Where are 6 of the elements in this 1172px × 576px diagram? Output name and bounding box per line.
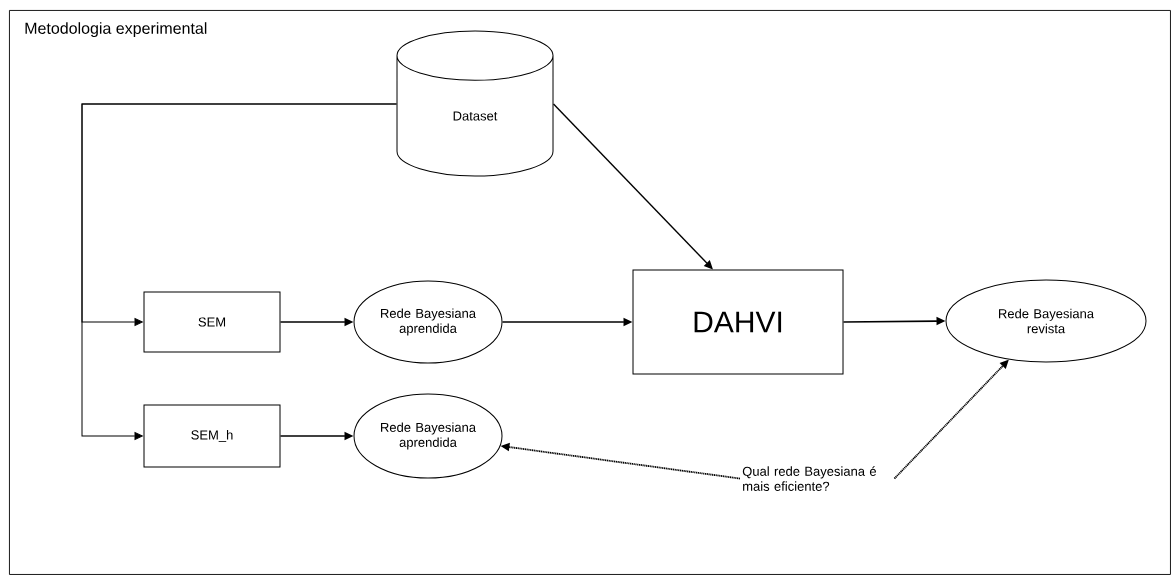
process-box: SEM [143,291,281,353]
database-cylinder: Dataset [396,30,554,177]
question-text: Qual rede Bayesiana é mais eficiente? [742,466,876,491]
arrow [81,103,397,440]
process-box: SEM_h [143,404,281,468]
process-box: DAHVI [632,269,844,375]
